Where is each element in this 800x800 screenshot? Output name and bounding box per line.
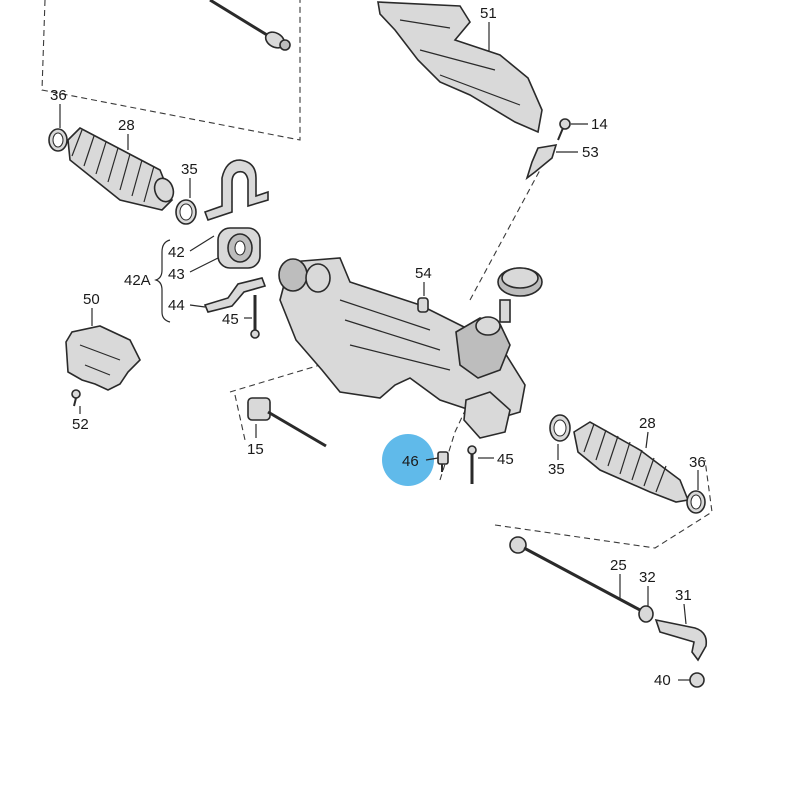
- tie-rod-25: [509, 536, 641, 612]
- label-31: 31: [675, 587, 692, 604]
- bracket-53: [525, 143, 558, 181]
- pin-54: [417, 297, 429, 313]
- bolt-45-right: [467, 445, 477, 484]
- dashed-frame-top-left: [41, 0, 301, 141]
- sensor-15: [247, 397, 327, 448]
- label-32: 32: [639, 569, 656, 586]
- boot-left: [67, 127, 175, 211]
- clamp-plate-44: [203, 277, 267, 313]
- label-44: 44: [168, 297, 185, 314]
- label-35-right: 35: [548, 461, 565, 478]
- steering-gear-housing: [278, 257, 526, 439]
- label-36-left: 36: [50, 87, 67, 104]
- heat-shield: [377, 1, 543, 134]
- bolt-46: [437, 451, 449, 472]
- bolt-14: [557, 118, 571, 141]
- cover-50: [65, 325, 141, 391]
- nut-32: [638, 605, 654, 623]
- clamp-35-left: [175, 199, 197, 225]
- boot-right: [573, 421, 690, 503]
- part-labels: 51 14 53 36 28 35 42 42A 43 44 45 54 50 …: [50, 5, 706, 689]
- group-brace-42a: [154, 239, 171, 323]
- bolt-52: [71, 389, 81, 407]
- label-54: 54: [415, 265, 432, 282]
- dashed-frame-bottom-right: [494, 459, 713, 549]
- bolt-45-left: [250, 295, 260, 339]
- highlight-marker-46: [382, 434, 434, 486]
- label-36-right: 36: [689, 454, 706, 471]
- mounting-bracket-42: [203, 159, 269, 222]
- nut-40: [689, 672, 705, 688]
- label-15: 15: [247, 441, 264, 458]
- label-25: 25: [610, 557, 627, 574]
- tie-rod-end-31: [654, 618, 708, 662]
- label-45-right: 45: [497, 451, 514, 468]
- leader-lines: [59, 22, 699, 681]
- label-28-left: 28: [118, 117, 135, 134]
- label-35-left: 35: [181, 161, 198, 178]
- label-42a: 42A: [124, 272, 151, 289]
- label-52: 52: [72, 416, 89, 433]
- label-42: 42: [168, 244, 185, 261]
- pinion-gear: [497, 267, 543, 297]
- clamp-36-left: [48, 128, 68, 152]
- label-14: 14: [591, 116, 608, 133]
- clamp-36-right: [686, 490, 706, 514]
- label-40: 40: [654, 672, 671, 689]
- clamp-35-right: [549, 414, 571, 442]
- bush-43: [217, 227, 261, 269]
- label-51: 51: [480, 5, 497, 22]
- tie-rod-top: [209, 0, 291, 51]
- label-45-left: 45: [222, 311, 239, 328]
- label-46: 46: [402, 453, 419, 470]
- label-53: 53: [582, 144, 599, 161]
- label-28-right: 28: [639, 415, 656, 432]
- label-50: 50: [83, 291, 100, 308]
- label-43: 43: [168, 266, 185, 283]
